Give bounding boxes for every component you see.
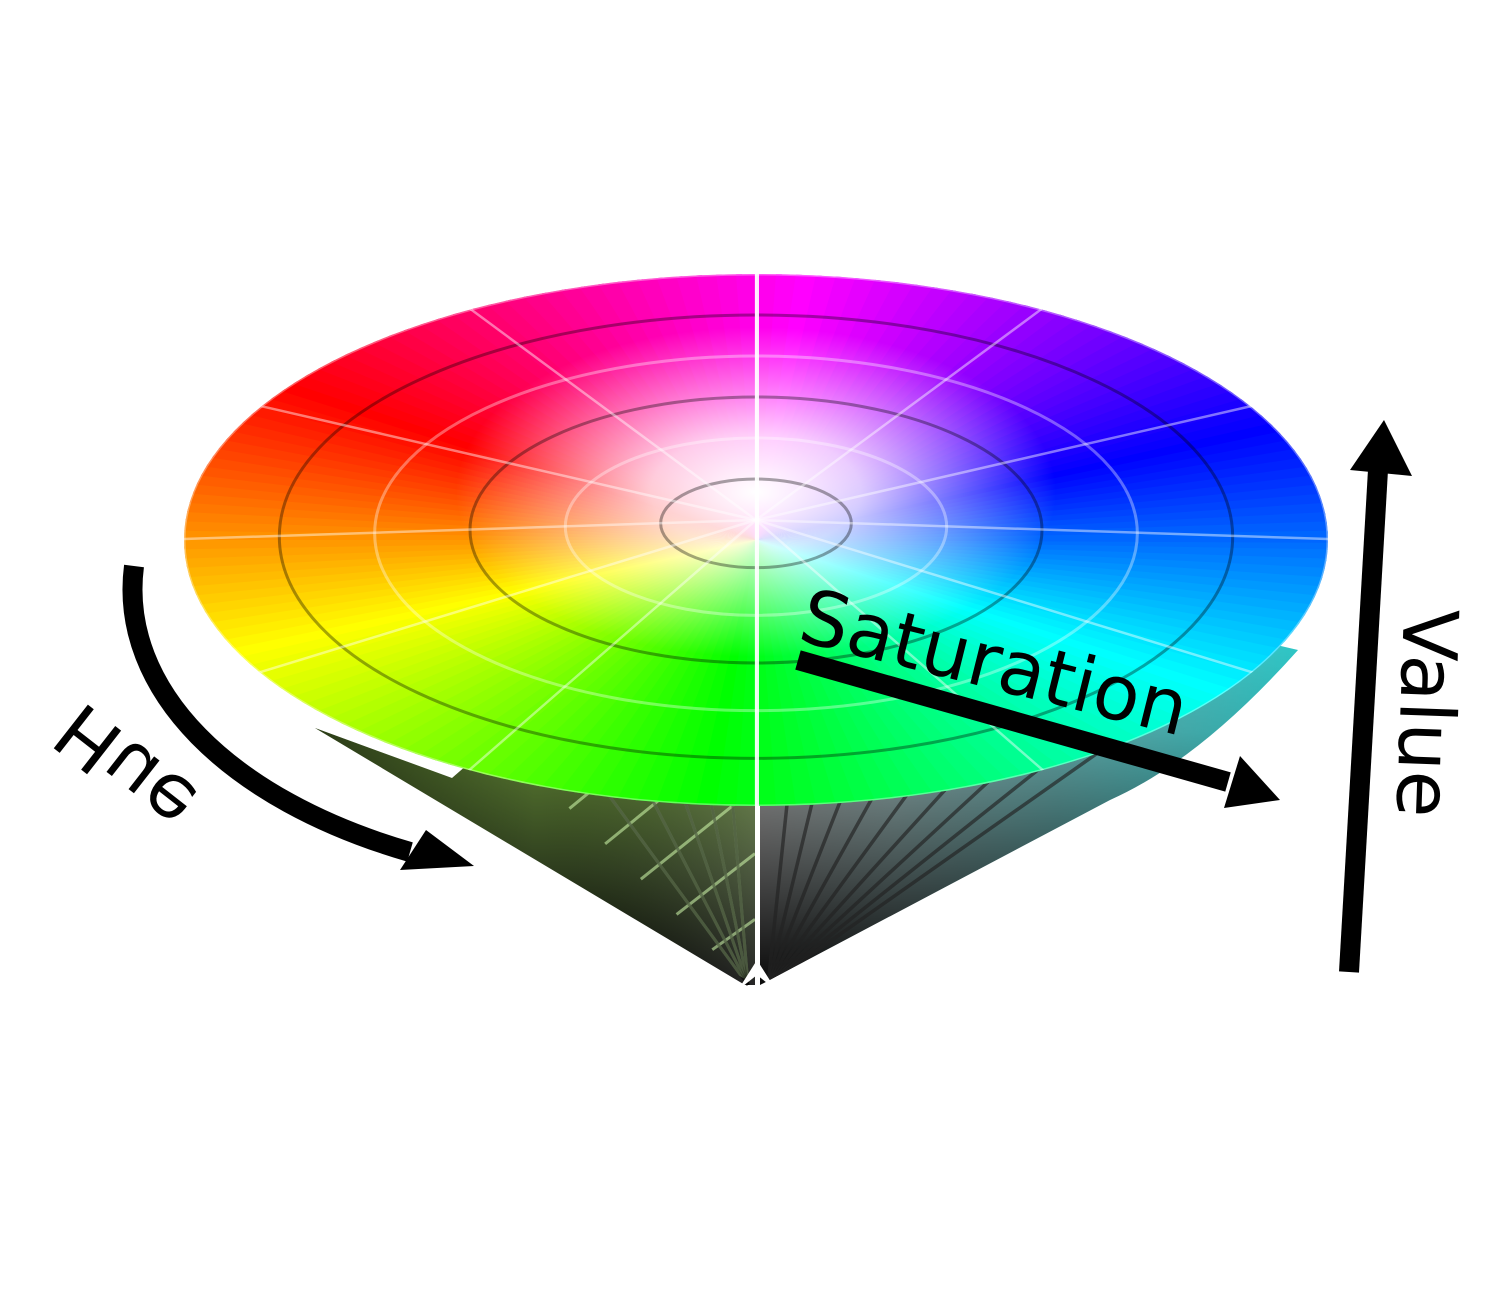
hue-arrow [122,564,474,870]
hue-divider [235,518,757,681]
hue-divider [755,518,1328,542]
hue-divider [755,399,1277,522]
cut-face-line [675,852,755,916]
hue-arrow-head [400,830,474,870]
hue-divider [454,519,757,783]
hue-divider [755,297,1058,522]
cone-center-seam [738,272,776,990]
value-arrow-head [1350,420,1412,476]
straight-arrow-icon [795,650,1231,792]
cut-face-line [711,918,755,951]
cone-top-disc [184,274,1328,806]
value-label: Value [1379,607,1475,819]
hue-divider [755,519,1058,783]
hue-divider [184,518,757,542]
hue-divider [755,518,1277,681]
curved-arrow-icon [122,564,413,862]
hue-divider [454,297,757,522]
saturation-arrow [795,650,1280,808]
hue-divider [235,399,757,522]
value-arrow [1339,420,1412,973]
saturation-arrow-head [1224,756,1280,808]
straight-arrow-icon [1339,469,1388,973]
